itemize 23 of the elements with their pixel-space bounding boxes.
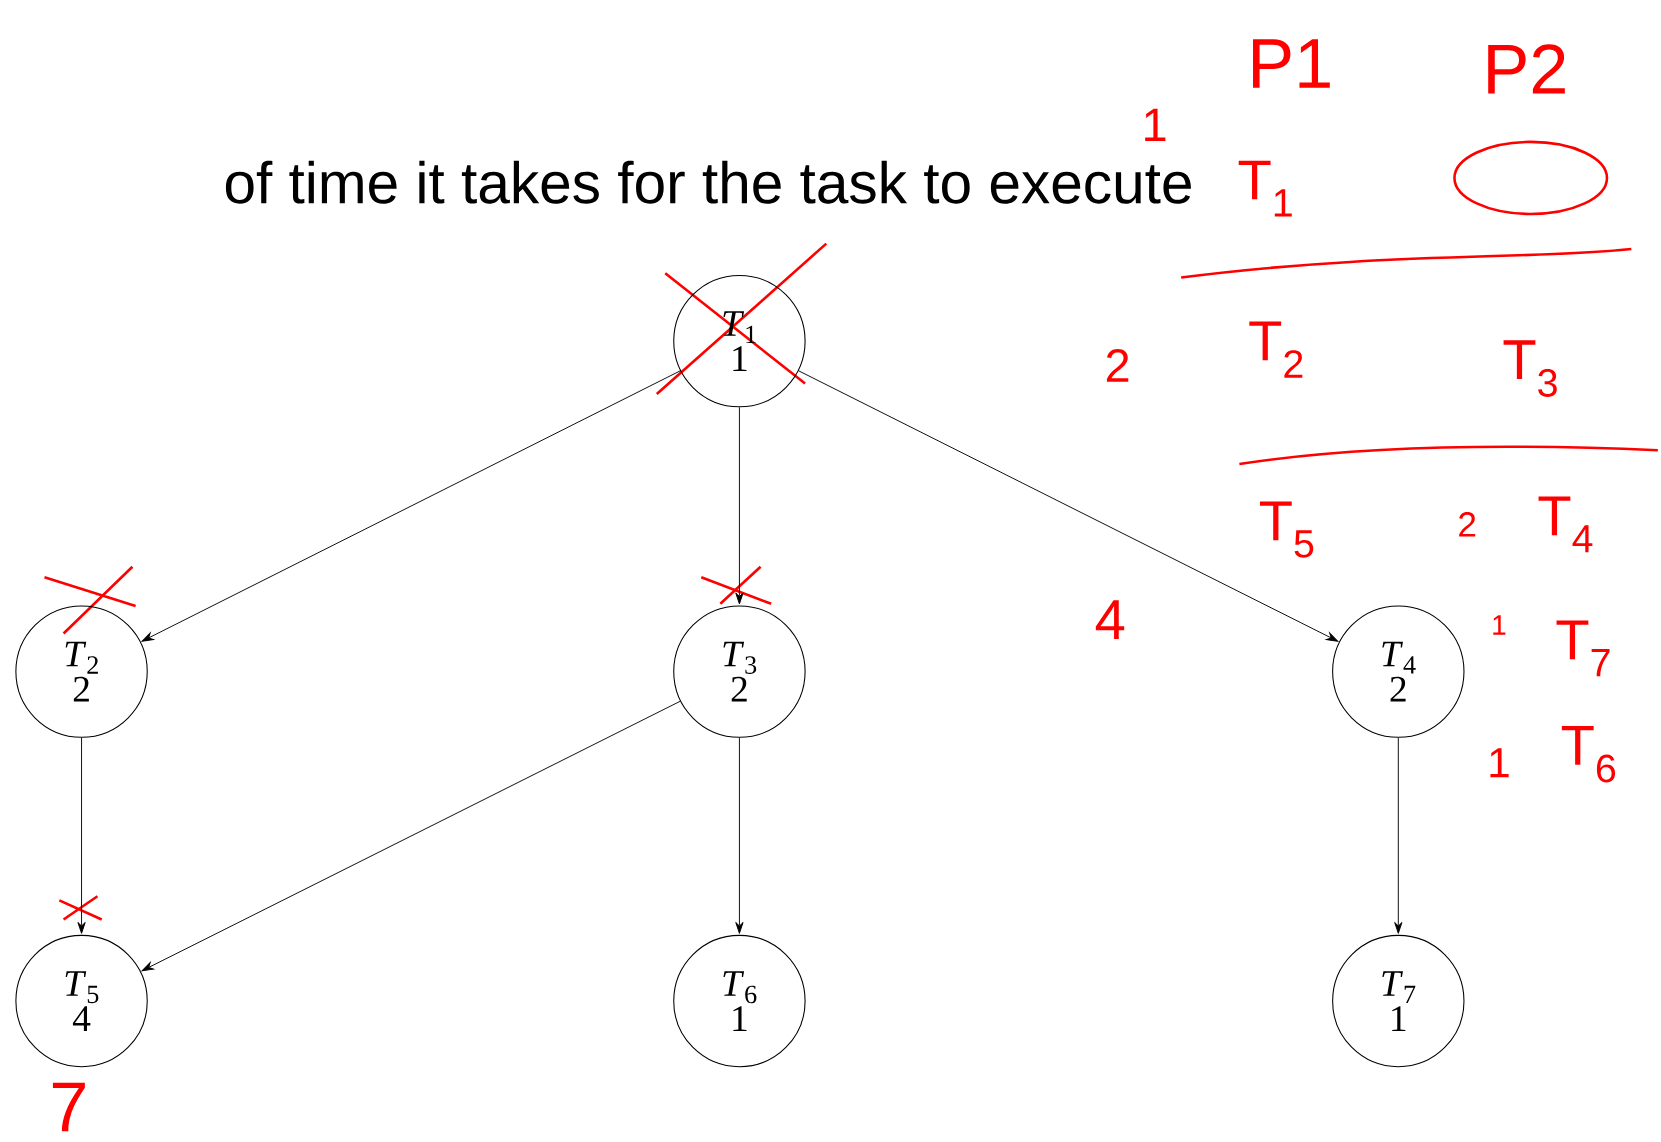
arrow: [141, 370, 681, 642]
handwritten-label: T$_{1}$: [1238, 160, 1292, 217]
handwritten-label: 1: [1493, 615, 1506, 635]
handwritten-label: T$_{4}$: [1538, 496, 1593, 553]
handwritten-label: T$_{2}$: [1249, 321, 1303, 378]
handwritten-label: T$_{7}$: [1556, 620, 1610, 677]
arrow: [1394, 737, 1403, 934]
handwritten-label: T$_{3}$: [1503, 340, 1557, 397]
handwritten-label: 2: [1106, 349, 1129, 382]
title: of time it takes for the task to execute: [225, 160, 1191, 204]
handwritten-label: P2: [1488, 44, 1565, 94]
handwritten-label: 2: [1459, 512, 1476, 537]
arrow: [141, 700, 681, 972]
arrow: [798, 370, 1339, 642]
handwritten-label: T$_{6}$: [1561, 726, 1616, 783]
handwritten-label: P1: [1253, 39, 1330, 88]
handwritten-label: 1: [1490, 748, 1509, 778]
arrow: [735, 737, 744, 934]
handwritten-label: 1: [1145, 108, 1166, 142]
arrow: [77, 737, 86, 934]
handwritten-label: 4: [1095, 600, 1125, 640]
handwritten-label: T$_{5}$: [1259, 501, 1314, 558]
arrow: [735, 406, 744, 605]
